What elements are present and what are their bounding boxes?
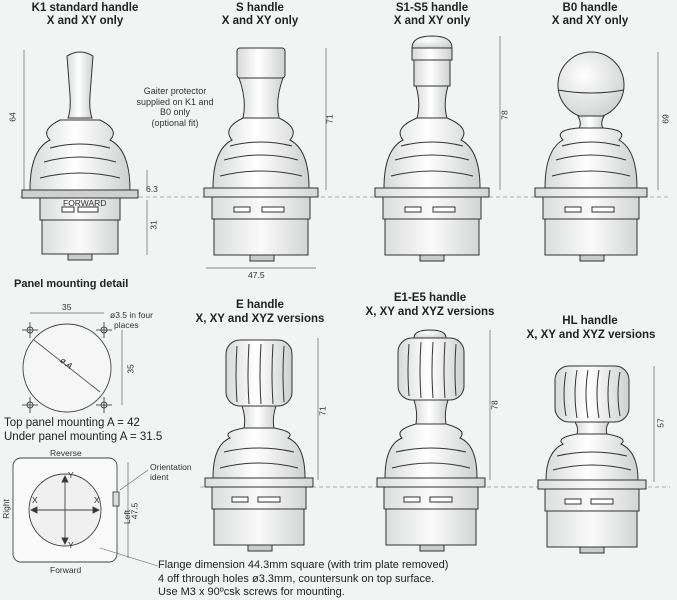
axis-y-bottom: Y (68, 540, 74, 550)
forward-label: FORWARD (63, 198, 107, 208)
k1-handle-subtitle: X and XY only (46, 15, 124, 27)
e1e5-handle-title: E1-E5 handle (393, 292, 467, 304)
e-handle-subtitle: X, XY and XYZ versions (195, 313, 325, 325)
dim-panel-top: 35 (62, 302, 72, 312)
s1s5-handle-subtitle: X and XY only (393, 15, 471, 27)
hl-handle-drawing (537, 365, 655, 554)
dim-k1-height: 64 (7, 112, 18, 122)
orientation-reverse: Reverse (50, 448, 82, 458)
top-mount-text: Top panel mounting A = 42 (4, 417, 140, 429)
gaiter-note-line: B0 only (159, 107, 191, 117)
mount-hole (96, 322, 112, 338)
dim-s-height: 71 (324, 114, 335, 124)
dim-hl-height: 57 (655, 418, 666, 428)
panel-mounting-drawing (22, 312, 123, 413)
gaiter-note-line: (optional fit) (151, 117, 199, 128)
panel-mounting-title: Panel mounting detail (14, 278, 129, 290)
ident-line: ident (150, 472, 169, 482)
footer-line: Use M3 x 90ºcsk screws for mounting. (158, 586, 345, 598)
orientation-drawing (12, 457, 159, 567)
dim-b0-height: 69 (660, 114, 671, 124)
s1s5-handle-drawing (374, 35, 501, 262)
e1e5-handle-subtitle: X, XY and XYZ versions (365, 306, 495, 318)
axis-x-right: X (94, 495, 100, 505)
orientation-right: Right (0, 499, 11, 519)
under-mount-text: Under panel mounting A = 31.5 (4, 431, 163, 443)
b0-handle-drawing (534, 51, 659, 262)
k1-handle-title: K1 standard handle (31, 2, 139, 14)
dim-panel-side: 35 (125, 364, 136, 374)
k1-handle-drawing (21, 50, 148, 261)
e1e5-handle-drawing (376, 329, 491, 552)
footer-note: Flange dimension 44.3mm square (with tri… (158, 559, 448, 600)
hl-handle-title: HL handle (562, 315, 618, 327)
s-handle-drawing (203, 47, 327, 269)
mount-hole (22, 397, 38, 413)
dim-s1s5-height: 78 (499, 110, 510, 120)
hole-note-line: places (114, 320, 139, 330)
ident-line: Orientation (150, 462, 192, 472)
dim-k1-flange: 6.3 (146, 184, 158, 194)
dim-k1-base: 31 (148, 220, 159, 230)
hole-note-line: ø3.5 in four (110, 310, 153, 320)
footer-line: Flange dimension 44.3mm square (with tri… (158, 559, 449, 571)
dim-e-height: 71 (317, 406, 328, 416)
dim-e1e5-height: 78 (489, 400, 500, 410)
dim-orientation: 47.5 (129, 502, 140, 520)
dim-s-width: 47.5 (248, 270, 265, 280)
mount-hole (96, 397, 112, 413)
hl-handle-subtitle: X, XY and XYZ versions (526, 329, 656, 341)
b0-handle-title: B0 handle (562, 2, 618, 14)
orientation-ident: Orientation ident (150, 462, 192, 482)
orientation-forward: Forward (50, 565, 82, 575)
s-handle-title: S handle (236, 2, 284, 14)
gaiter-note: Gaiter protector supplied on K1 and B0 o… (130, 86, 220, 128)
mount-hole (22, 322, 38, 338)
e-handle-drawing (204, 338, 319, 552)
footer-line: 4 off through holes ø3.3mm, countersunk … (158, 572, 435, 585)
gaiter-note-line: Gaiter protector (143, 86, 207, 96)
s1s5-handle-title: S1-S5 handle (395, 2, 469, 14)
s-handle-subtitle: X and XY only (221, 15, 299, 27)
axis-y-top: Y (68, 470, 74, 480)
e-handle-title: E handle (236, 299, 284, 311)
hole-note: ø3.5 in four places (110, 310, 153, 330)
b0-handle-subtitle: X and XY only (551, 15, 629, 27)
gaiter-note-line: supplied on K1 and (136, 96, 214, 107)
axis-x-left: X (32, 495, 38, 505)
